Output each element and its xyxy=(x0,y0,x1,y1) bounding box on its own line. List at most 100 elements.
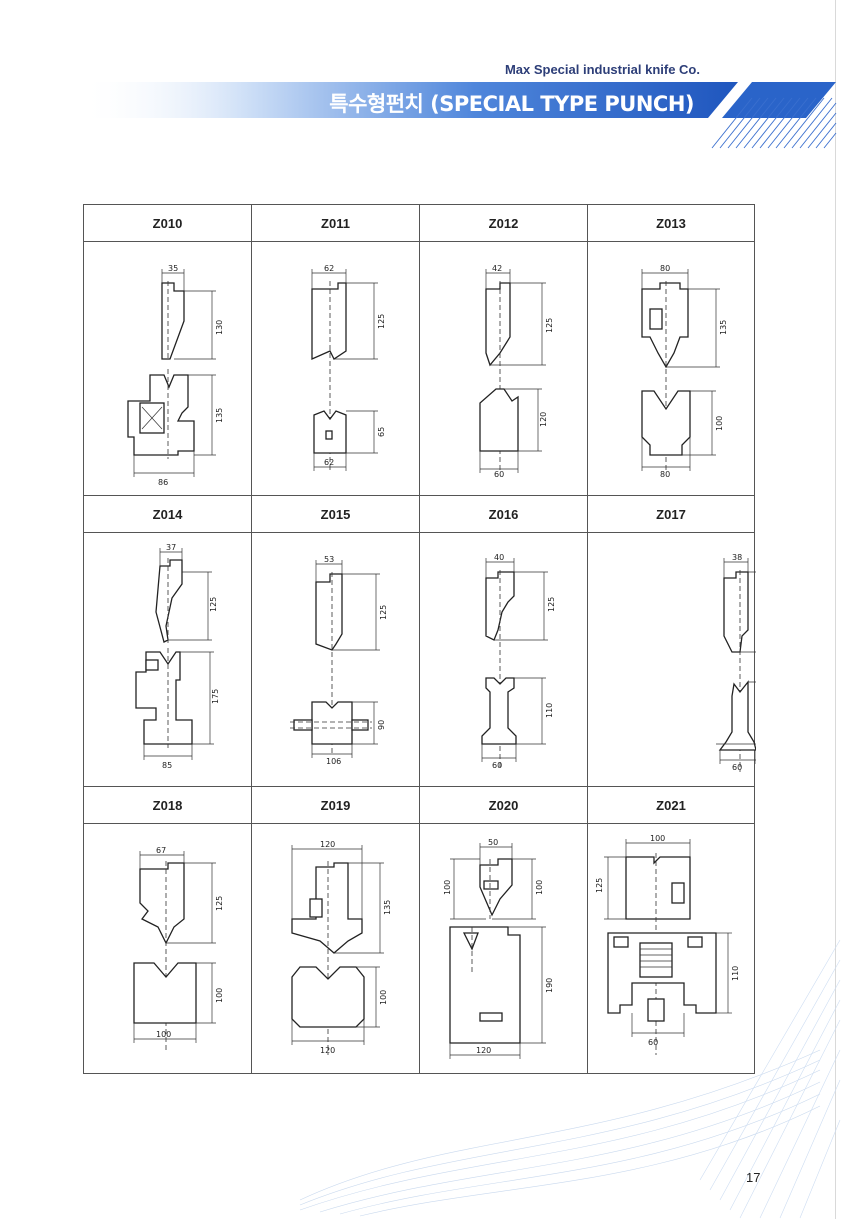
drawing-z017: 38 125 60 110 xyxy=(716,553,756,772)
dim-top-width: 120 xyxy=(320,840,335,849)
page-header: Max Special industrial knife Co. 특수형펀치 (… xyxy=(0,0,850,160)
product-code: Z020 xyxy=(420,787,587,824)
dim-bottom-height: 100 xyxy=(215,988,224,1003)
punch-upper xyxy=(485,282,511,367)
catalog-cell-z019: Z019 120 135 120 100 xyxy=(251,786,420,1074)
clamp-bolt xyxy=(671,882,685,904)
catalog-cell-z012: Z012 42 125 60 120 xyxy=(419,204,588,496)
dim-top-height: 125 xyxy=(379,605,388,620)
dim-top-width: 42 xyxy=(492,264,502,273)
company-name: Max Special industrial knife Co. xyxy=(504,62,700,77)
side-bolt-right xyxy=(687,936,703,948)
punch-clamp xyxy=(483,880,499,890)
drawing-z015: 53 125 106 90 xyxy=(290,555,388,766)
dim-bottom-width: 106 xyxy=(326,757,341,766)
dim-bottom-height: 120 xyxy=(539,412,548,427)
catalog-cell-z015: Z015 53 125 106 90 xyxy=(251,495,420,787)
product-code: Z013 xyxy=(588,205,754,242)
punch-upper xyxy=(723,571,749,653)
drawing-z010: 35 130 86 135 xyxy=(127,264,224,487)
page-title: 특수형펀치 (SPECIAL TYPE PUNCH) xyxy=(329,92,694,116)
dim-top-height: 100 xyxy=(535,880,544,895)
dim-bottom-height: 100 xyxy=(379,990,388,1005)
dim-top-height: 125 xyxy=(377,314,386,329)
product-code: Z017 xyxy=(588,496,754,533)
product-code: Z018 xyxy=(84,787,251,824)
header-hatch xyxy=(711,97,837,149)
dim-top-height: 125 xyxy=(595,878,604,893)
dim-top-width: 53 xyxy=(324,555,334,564)
dim-bottom-width: 60 xyxy=(732,763,742,772)
product-code: Z012 xyxy=(420,205,587,242)
punch-upper xyxy=(139,862,185,945)
drawing-z016: 40 125 60 110 xyxy=(481,553,556,770)
product-code: Z011 xyxy=(252,205,419,242)
drawing-z014: 37 125 85 175 xyxy=(135,543,220,770)
side-bolt-left xyxy=(293,719,313,731)
die-lower xyxy=(641,390,691,456)
die-block-lower xyxy=(311,701,353,745)
catalog-cell-z011: Z011 62 125 62 65 xyxy=(251,204,420,496)
dim-bottom-width: 120 xyxy=(320,1046,335,1055)
product-code: Z021 xyxy=(588,787,754,824)
clamp-bolt xyxy=(649,308,663,330)
dim-bottom-width: 60 xyxy=(648,1038,658,1047)
dim-bottom-width: 120 xyxy=(476,1046,491,1055)
dim-bottom-height: 175 xyxy=(211,689,220,704)
dim-bottom-height: 90 xyxy=(377,720,386,730)
die-v-insert xyxy=(462,932,479,951)
dim-bottom-height: 110 xyxy=(545,703,554,718)
drawing-z019: 120 135 120 100 xyxy=(291,840,392,1055)
dim-bottom-width: 60 xyxy=(494,470,504,479)
dim-top-width: 62 xyxy=(324,264,334,273)
die-lower xyxy=(479,388,519,452)
side-bolt-right xyxy=(351,719,369,731)
punch-catalog-table: Z010 35 130 86 135 Z01 xyxy=(83,204,756,1074)
punch-upper xyxy=(311,282,347,361)
die-lower xyxy=(718,680,756,751)
dim-bottom-width: 62 xyxy=(324,458,334,467)
dim-top-width: 35 xyxy=(168,264,178,273)
catalog-cell-z013: Z013 80 135 80 100 xyxy=(587,204,755,496)
die-slot xyxy=(325,430,333,440)
dim-top-width: 100 xyxy=(650,834,665,843)
product-code: Z014 xyxy=(84,496,251,533)
product-code: Z016 xyxy=(420,496,587,533)
dim-bottom-width: 85 xyxy=(162,761,172,770)
dim-bottom-width: 86 xyxy=(158,478,168,487)
catalog-cell-z014: Z014 37 125 85 175 xyxy=(83,495,252,787)
header-banner-art xyxy=(80,82,837,149)
dim-top-width: 67 xyxy=(156,846,166,855)
drawing-z018: 67 125 100 100 xyxy=(133,846,224,1051)
side-bolt-left xyxy=(613,936,629,948)
die-lower xyxy=(133,962,197,1024)
dim-bottom-height: 135 xyxy=(215,408,224,423)
dim-bottom-width: 80 xyxy=(660,470,670,479)
drawing-z021: 100 125 60 110 xyxy=(595,834,740,1055)
dim-top-width: 50 xyxy=(488,838,498,847)
adjust-bolt xyxy=(479,1012,503,1022)
dim-top-height: 125 xyxy=(209,597,218,612)
product-code: Z010 xyxy=(84,205,251,242)
header-band xyxy=(80,82,738,118)
clamp-bolt xyxy=(309,898,323,918)
catalog-cell-z010: Z010 35 130 86 135 xyxy=(83,204,252,496)
clamp-bolt xyxy=(145,659,159,671)
dim-top-width: 40 xyxy=(494,553,504,562)
dim-bottom-width: 100 xyxy=(156,1030,171,1039)
product-code: Z019 xyxy=(252,787,419,824)
catalog-cell-z021: Z021 100 125 60 xyxy=(587,786,755,1074)
drawing-z012: 42 125 60 120 xyxy=(479,264,554,479)
dim-top-height: 125 xyxy=(215,896,224,911)
dim-top-height: 125 xyxy=(545,318,554,333)
drawing-z013: 80 135 80 100 xyxy=(641,264,728,479)
dim-top-height: 125 xyxy=(547,597,556,612)
dim-top-left-height: 100 xyxy=(443,880,452,895)
dim-top-height: 135 xyxy=(383,900,392,915)
die-holder-lower xyxy=(135,651,193,745)
dim-top-width: 37 xyxy=(166,543,176,552)
drawing-z020: 50 100 100 120 190 xyxy=(443,838,554,1059)
punch-upper xyxy=(291,862,363,954)
punch-upper xyxy=(315,573,343,651)
dim-bottom-height: 65 xyxy=(377,427,386,437)
